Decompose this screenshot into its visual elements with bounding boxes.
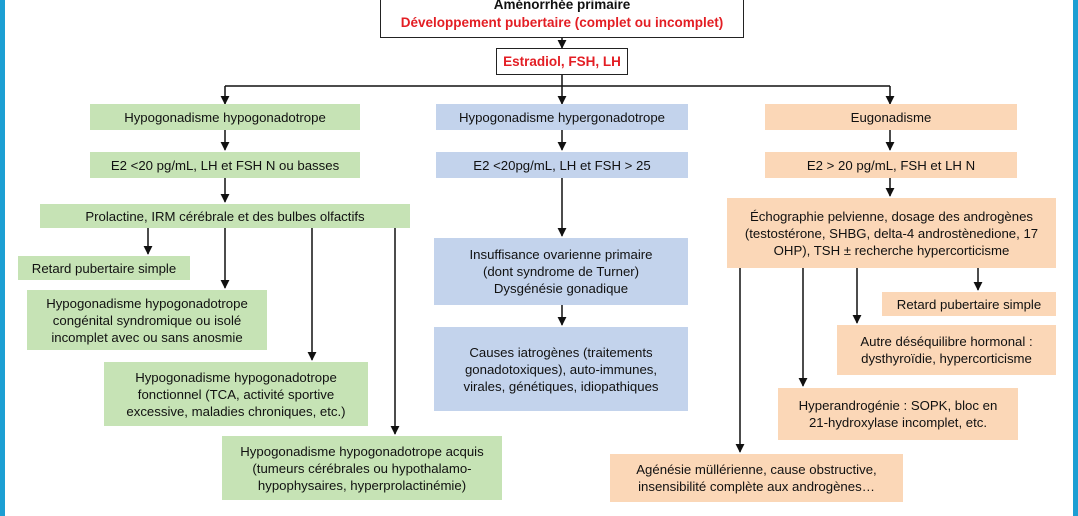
hypo-criteria-box: E2 <20 pg/mL, LH et FSH N ou basses [90,152,360,178]
hyper-criteria-box: E2 <20pg/mL, LH et FSH > 25 [436,152,688,178]
eugo-retard-box: Retard pubertaire simple [882,292,1056,316]
eugo-exams-box: Échographie pelvienne, dosage des androg… [727,198,1056,268]
eugo-title-box: Eugonadisme [765,104,1017,130]
top-subtitle: Développement pubertaire (complet ou inc… [400,15,724,30]
eugo-hyperandro-box: Hyperandrogénie : SOPK, bloc en 21-hydro… [778,388,1018,440]
hypo-congenital-box: Hypogonadisme hypogonadotrope congénital… [27,290,267,350]
hypo-fonctionnel-box: Hypogonadisme hypogonadotrope fonctionne… [104,362,368,426]
hypo-acquis-box: Hypogonadisme hypogonadotrope acquis (tu… [222,436,502,500]
eugo-criteria-box: E2 > 20 pg/mL, FSH et LH N [765,152,1017,178]
hyper-causes-box: Causes iatrogènes (traitements gonadotox… [434,327,688,411]
top-box: Aménorrhée primaire Développement pubert… [380,0,744,38]
eugo-autre-box: Autre déséquilibre hormonal : dysthyroïd… [837,325,1056,375]
hypo-title-box: Hypogonadisme hypogonadotrope [90,104,360,130]
hypo-retard-box: Retard pubertaire simple [18,256,190,280]
hyper-insuffisance-box: Insuffisance ovarienne primaire (dont sy… [434,238,688,305]
root-box: Estradiol, FSH, LH [496,48,628,75]
top-title: Aménorrhée primaire [493,0,631,12]
frame-left-bar [0,0,5,516]
eugo-agenesie-box: Agénésie müllérienne, cause obstructive,… [610,454,903,502]
frame-right-bar [1073,0,1078,516]
hyper-title-box: Hypogonadisme hypergonadotrope [436,104,688,130]
hypo-exams-box: Prolactine, IRM cérébrale et des bulbes … [40,204,410,228]
